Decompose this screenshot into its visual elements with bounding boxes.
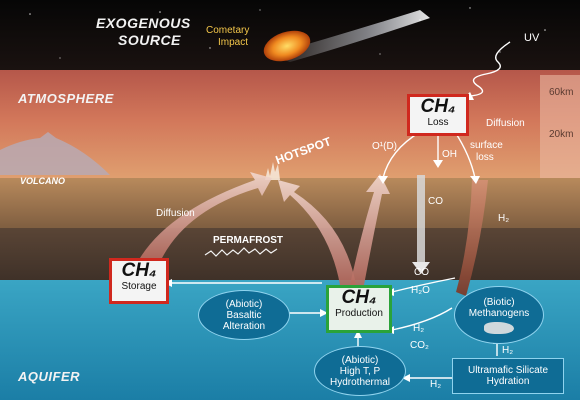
h2-right-label: H₂ (502, 345, 514, 356)
exogenous-source-label: EXOGENOUS (96, 16, 191, 30)
ch4-storage-sub: Storage (121, 281, 157, 292)
ch4-loss-sub: Loss (427, 117, 449, 128)
co-upper-label: CO (428, 196, 443, 207)
ultramafic-line-2: Hydration (486, 376, 530, 387)
h2-upper-label: H₂ (498, 213, 510, 224)
hydrothermal-line-1: (Abiotic) (341, 354, 379, 366)
aquifer-label: AQUIFER (18, 369, 80, 384)
basaltic-alteration-ellipse: (Abiotic) Basaltic Alteration (198, 290, 290, 340)
ch4-storage-title: CH₄ (121, 260, 157, 281)
ch4-loss-title: CH₄ (420, 96, 456, 117)
basaltic-line-2: Basaltic (226, 309, 262, 321)
exogenous-line-2: SOURCE (118, 32, 181, 48)
ch4-production-sub: Production (335, 308, 383, 319)
co-lower-label: CO (414, 267, 429, 278)
altitude-20km: 20km (549, 129, 574, 140)
hydrothermal-ellipse: (Abiotic) High T, P Hydrothermal (314, 346, 406, 396)
h2-mid-label: H₂ (413, 323, 425, 334)
basaltic-line-1: (Abiotic) (225, 298, 263, 310)
hydrothermal-line-2: High T, P (339, 365, 381, 377)
basaltic-line-3: Alteration (222, 320, 266, 332)
exogenous-line-1: EXOGENOUS (96, 15, 191, 31)
ch4-production-box: CH₄ Production (326, 285, 392, 333)
ch4-loss-box: CH₄ Loss (407, 94, 469, 136)
methanogen-microbe-icon (484, 321, 514, 334)
surface-label: surface (470, 140, 503, 151)
ultramafic-hydration-box: Ultramafic Silicate Hydration (452, 358, 564, 394)
methanogens-line-2: Methanogens (468, 307, 530, 319)
uv-label: UV (524, 32, 540, 44)
impact-label: Impact (218, 37, 249, 48)
altitude-60km: 60km (549, 87, 574, 98)
oh-label: OH (442, 149, 457, 160)
atmosphere-label: ATMOSPHERE (18, 91, 114, 106)
ch4-production-title: CH₄ (341, 287, 377, 308)
methanogens-line-1: (Biotic) (483, 296, 515, 308)
o1d-label: O¹(D) (372, 141, 397, 152)
hydrothermal-line-3: Hydrothermal (329, 376, 391, 388)
methanogens-ellipse: (Biotic) Methanogens (454, 286, 544, 344)
h2-bottom-label: H₂ (430, 379, 442, 390)
cometary-label: Cometary (206, 25, 250, 36)
diffusion-top-label: Diffusion (486, 118, 525, 129)
exogenous-source-label-2: SOURCE (118, 33, 181, 47)
ch4-storage-box: CH₄ Storage (109, 258, 169, 304)
co2-label: CO₂ (410, 340, 429, 351)
loss-label: loss (476, 152, 494, 163)
diffusion-left-label: Diffusion (156, 208, 195, 219)
permafrost-label: PERMAFROST (213, 235, 283, 246)
h2o-label: H₂O (411, 285, 430, 296)
volcano-label: VOLCANO (20, 176, 65, 186)
ultramafic-line-1: Ultramafic Silicate (467, 365, 549, 376)
